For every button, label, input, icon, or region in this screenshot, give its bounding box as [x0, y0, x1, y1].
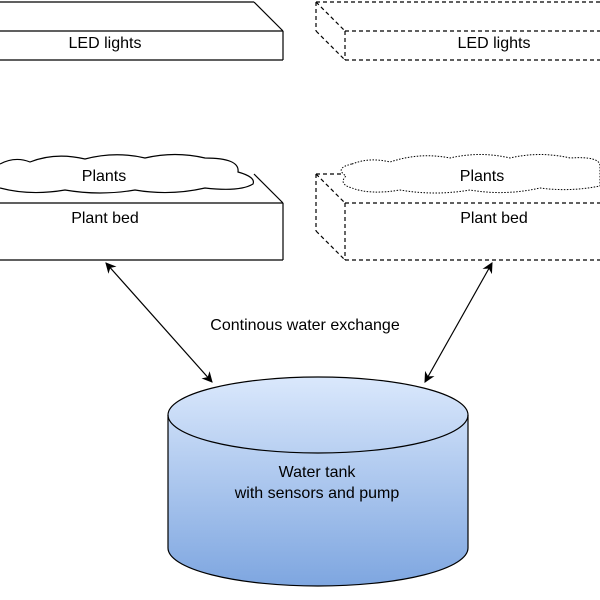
left-bed-label: Plant bed	[71, 210, 139, 227]
right-plants-cloud	[340, 154, 600, 194]
left-unit	[0, 1, 284, 261]
tank-body	[167, 376, 469, 587]
left-plants-label: Plants	[82, 168, 126, 185]
right-plants-label: Plants	[460, 168, 504, 185]
left-plants-cloud	[0, 153, 255, 194]
left-exchange-arrow	[105, 262, 213, 383]
tank-label-line1: Water tank	[279, 464, 357, 481]
right-led-box	[315, 1, 600, 61]
left-led-label: LED lights	[69, 35, 142, 52]
right-led-label: LED lights	[458, 35, 531, 52]
tank-label-line2: with sensors and pump	[234, 485, 400, 502]
water-tank	[167, 376, 469, 587]
tank-rim	[167, 414, 469, 454]
left-bed-box	[0, 173, 284, 261]
right-bed-label: Plant bed	[460, 210, 528, 227]
right-exchange-arrow	[424, 262, 493, 383]
left-led-box	[0, 1, 284, 61]
exchange-label: Continous water exchange	[210, 317, 400, 334]
